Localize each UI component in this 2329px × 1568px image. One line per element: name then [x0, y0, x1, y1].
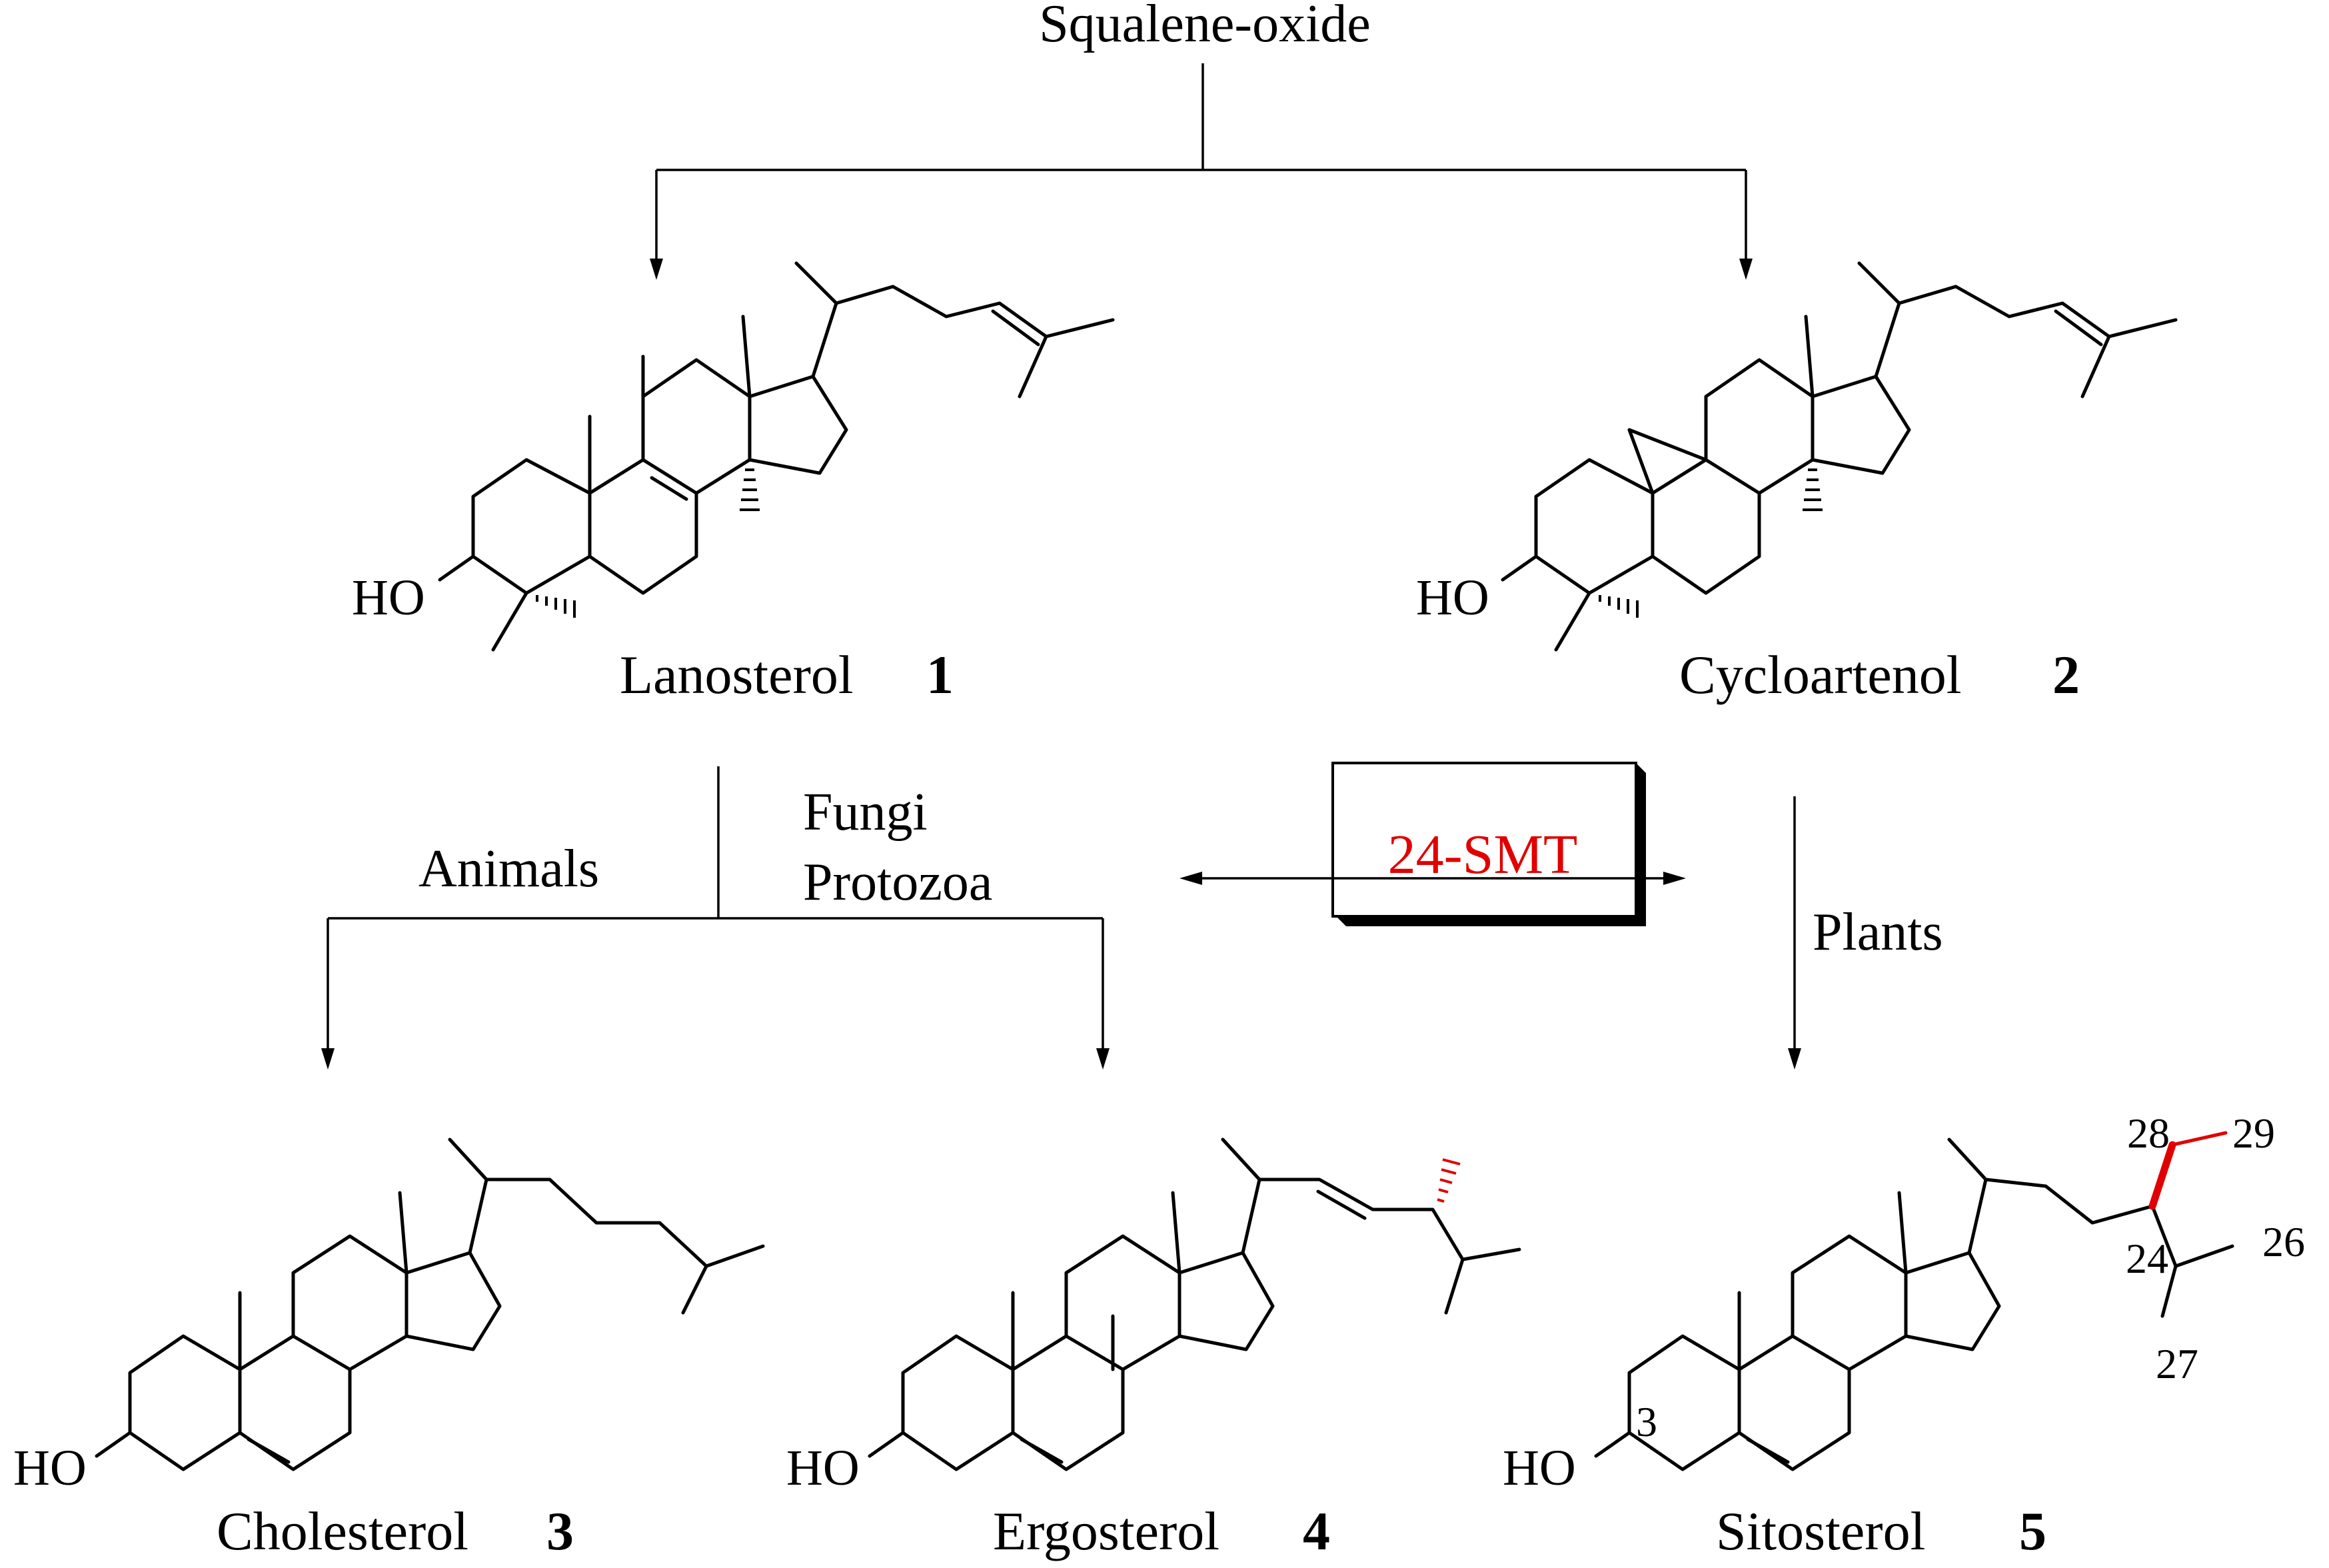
- locant-c28: 28: [2127, 1110, 2170, 1157]
- compound-number-5: 5: [2019, 1501, 2046, 1561]
- group-plants: Plants: [1813, 903, 1943, 962]
- locant-c24: 24: [2126, 1235, 2168, 1282]
- hydroxyl-label: HO: [1416, 570, 1489, 626]
- cholesterol-structure: HO: [13, 1140, 765, 1496]
- locant-c3: 3: [1636, 1398, 1657, 1445]
- compound-number-2: 2: [2052, 644, 2080, 705]
- ergosterol-structure: HO: [786, 1140, 1521, 1496]
- sitosterol-structure: HO 3 24 26 27 28 29: [1503, 1110, 2305, 1496]
- hydroxyl-label: HO: [13, 1440, 87, 1496]
- lanosterol-structure: HO: [352, 263, 1113, 650]
- compound-name-cholesterol: Cholesterol: [217, 1501, 468, 1561]
- plants-arrow: [1788, 796, 1801, 1070]
- hydroxyl-label: HO: [786, 1440, 860, 1496]
- compound-number-4: 4: [1303, 1501, 1330, 1561]
- locant-c29: 29: [2232, 1110, 2275, 1157]
- compound-name-lanosterol: Lanosterol: [620, 644, 854, 705]
- compound-number-3: 3: [546, 1501, 574, 1561]
- compound-number-1: 1: [926, 644, 954, 705]
- compound-name-sitosterol: Sitosterol: [1716, 1501, 1925, 1561]
- lanosterol-branch-arrows: [321, 766, 1110, 1070]
- enzyme-box: [1179, 762, 1686, 926]
- compound-name-ergosterol: Ergosterol: [993, 1501, 1219, 1561]
- hydroxyl-label: HO: [352, 570, 425, 626]
- precursor-label: Squalene-oxide: [1039, 0, 1371, 53]
- cycloartenol-structure: HO: [1416, 263, 2176, 650]
- group-protozoa: Protozoa: [803, 853, 992, 912]
- group-animals: Animals: [418, 840, 599, 898]
- locant-c27: 27: [2156, 1340, 2198, 1387]
- enzyme-label: 24-SMT: [1388, 824, 1578, 886]
- compound-name-cycloartenol: Cycloartenol: [1679, 644, 1962, 705]
- locant-c26: 26: [2262, 1218, 2305, 1265]
- top-branch-arrows: [650, 63, 1753, 280]
- hydroxyl-label: HO: [1503, 1440, 1576, 1496]
- group-fungi: Fungi: [803, 783, 928, 842]
